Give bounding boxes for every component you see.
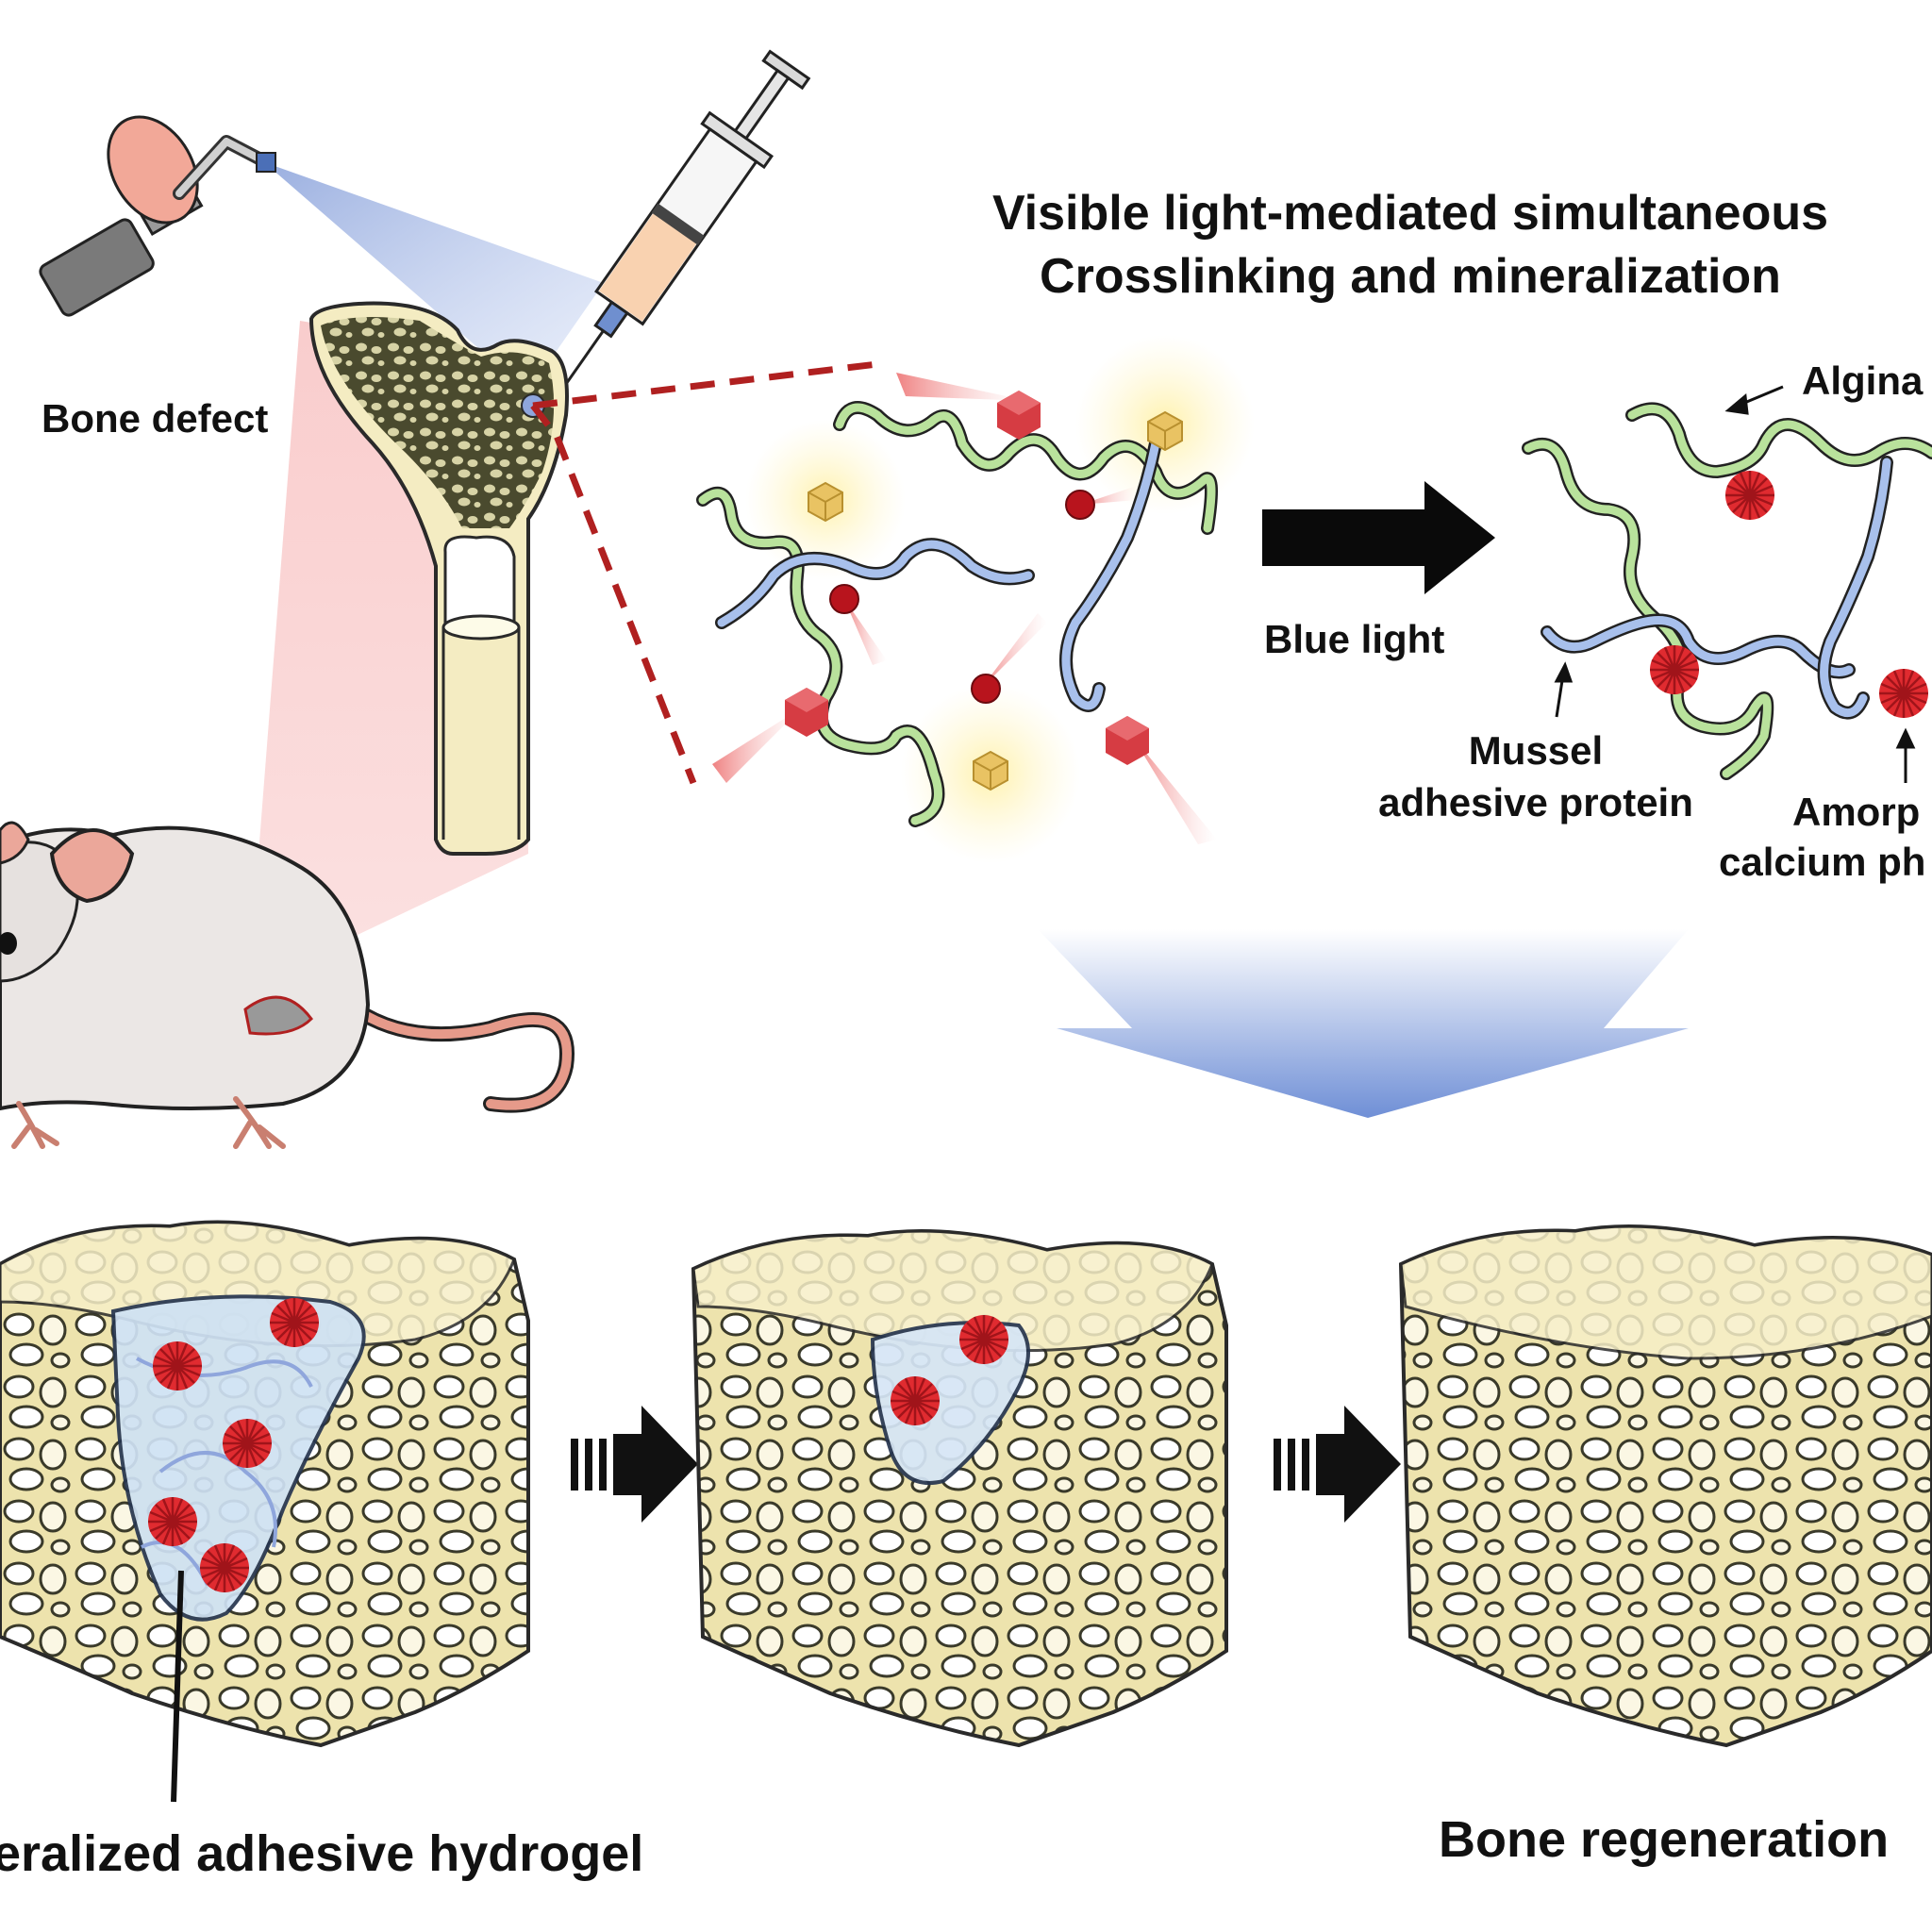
crosslinked-network: [1522, 402, 1932, 780]
acp-particle-icon: [221, 1417, 274, 1470]
precursor-network: [696, 335, 1255, 863]
ion-sphere: [829, 584, 859, 614]
zoom-indicator-lines: [530, 360, 878, 785]
bone-scaffold-regenerated-stage: [1398, 1224, 1932, 1748]
hydrogel-pointer-line: [171, 1570, 184, 1803]
blue-light-arrow-icon: [1262, 481, 1495, 594]
acp-particle-icon: [151, 1340, 204, 1392]
bone-scaffold-hydrogel-stage: [0, 1220, 530, 1748]
hydrogel-label: eralized adhesive hydrogel: [0, 1825, 643, 1882]
ion-sphere: [1065, 490, 1095, 520]
stage-arrow-icon: [571, 1406, 698, 1523]
bone-defect-label: Bone defect: [42, 396, 268, 441]
photoinitiator-crystal: [808, 482, 843, 522]
femur-bone-icon: [308, 301, 569, 856]
acp-particle-icon: [268, 1296, 321, 1349]
stage-arrow-icon: [1274, 1406, 1401, 1523]
photoinitiator-crystal: [1147, 411, 1183, 451]
blue-light-label: Blue light: [1264, 617, 1444, 661]
acp-particle-icon: [889, 1374, 941, 1427]
ion-beam: [844, 599, 887, 665]
acp-label-line-2: calcium ph: [1719, 840, 1925, 884]
syringe-icon: [555, 49, 811, 399]
bone-regeneration-label: Bone regeneration: [1439, 1811, 1889, 1868]
title-line-2: Crosslinking and mineralization: [1040, 249, 1781, 304]
bone-scaffold-degradation-stage: [691, 1229, 1228, 1748]
ion-sphere: [971, 674, 1001, 704]
alginate-label: Algina: [1802, 358, 1924, 403]
photoinitiator-crystal: [973, 751, 1008, 791]
mussel-protein-label-line-1: Mussel: [1469, 728, 1603, 773]
ion-beam: [896, 373, 1028, 401]
title-line-1: Visible light-mediated simultaneous: [992, 186, 1828, 241]
blue-light-beam: [264, 162, 604, 391]
acp-particle-icon: [1648, 643, 1701, 696]
acp-particle-icon: [1877, 667, 1930, 720]
mouse-icon: [0, 821, 575, 1149]
process-down-arrow-icon: [1038, 929, 1689, 1118]
calcium-particle: [1106, 716, 1149, 765]
ion-beam: [981, 613, 1047, 689]
mussel-protein-label-line-2: adhesive protein: [1378, 780, 1693, 824]
acp-particle-icon: [146, 1495, 199, 1548]
acp-label-line-1: Amorp: [1792, 790, 1920, 834]
acp-particle-icon: [958, 1313, 1010, 1366]
pointer-arrows: [1554, 385, 1916, 783]
acp-particle-icon: [198, 1541, 251, 1594]
ion-beam: [712, 708, 802, 783]
acp-particle-icon: [1724, 469, 1776, 522]
ion-beam: [1132, 736, 1217, 844]
light-curing-device-icon: [39, 115, 276, 317]
